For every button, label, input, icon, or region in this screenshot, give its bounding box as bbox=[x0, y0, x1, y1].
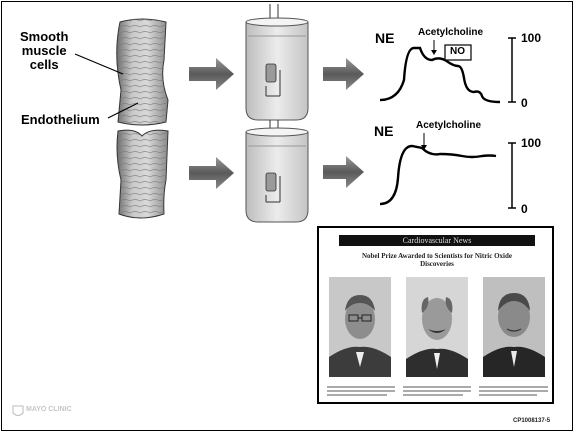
label-line-muscle: muscle bbox=[20, 44, 68, 58]
vessel-with-endothelium bbox=[117, 19, 168, 125]
news-body-text-lines bbox=[327, 386, 548, 398]
pointer-smooth-muscle bbox=[75, 54, 123, 74]
endothelium-label: Endothelium bbox=[21, 112, 100, 127]
scale-bar-bottom bbox=[508, 143, 516, 208]
portrait-3-image bbox=[483, 277, 545, 377]
ne-label-top: NE bbox=[375, 30, 394, 46]
slide-code: CP1008137-5 bbox=[513, 418, 550, 424]
organ-bath-bottom bbox=[246, 120, 308, 222]
organ-bath-top bbox=[246, 4, 308, 120]
acetylcholine-label-top: Acetylcholine bbox=[418, 27, 483, 38]
smooth-muscle-cells-label: Smooth muscle cells bbox=[20, 30, 68, 72]
no-label: NO bbox=[450, 46, 465, 57]
mayo-clinic-logo-text: MAYO CLINIC bbox=[26, 406, 72, 413]
photo-portrait-1 bbox=[329, 277, 391, 377]
portrait-1-image bbox=[329, 277, 391, 377]
news-clipping: Cardiovascular News Nobel Prize Awarded … bbox=[317, 226, 554, 404]
arrow-bottom-right bbox=[323, 156, 364, 188]
news-banner: Cardiovascular News bbox=[339, 235, 535, 246]
scale-top-max: 100 bbox=[521, 31, 541, 45]
vessel-without-endothelium bbox=[117, 130, 168, 218]
arrow-top-right bbox=[323, 58, 364, 90]
mayo-clinic-shield-icon bbox=[13, 406, 23, 416]
arrow-top-left bbox=[189, 58, 234, 90]
scale-bottom-max: 100 bbox=[521, 136, 541, 150]
news-headline: Nobel Prize Awarded to Scientists for Ni… bbox=[349, 252, 525, 268]
scale-bar-top bbox=[508, 38, 516, 102]
tension-trace-bottom bbox=[380, 146, 496, 204]
photo-portrait-2 bbox=[406, 277, 468, 377]
scale-bottom-min: 0 bbox=[521, 202, 528, 216]
portrait-2-image bbox=[406, 277, 468, 377]
label-line-smooth: Smooth bbox=[20, 30, 68, 44]
label-line-cells: cells bbox=[20, 58, 68, 72]
acetylcholine-label-bottom: Acetylcholine bbox=[416, 120, 481, 131]
tension-trace-top bbox=[380, 48, 500, 102]
ne-label-bottom: NE bbox=[374, 123, 393, 139]
scale-top-min: 0 bbox=[521, 96, 528, 110]
photo-portrait-3 bbox=[483, 277, 545, 377]
arrow-bottom-left bbox=[189, 157, 234, 189]
